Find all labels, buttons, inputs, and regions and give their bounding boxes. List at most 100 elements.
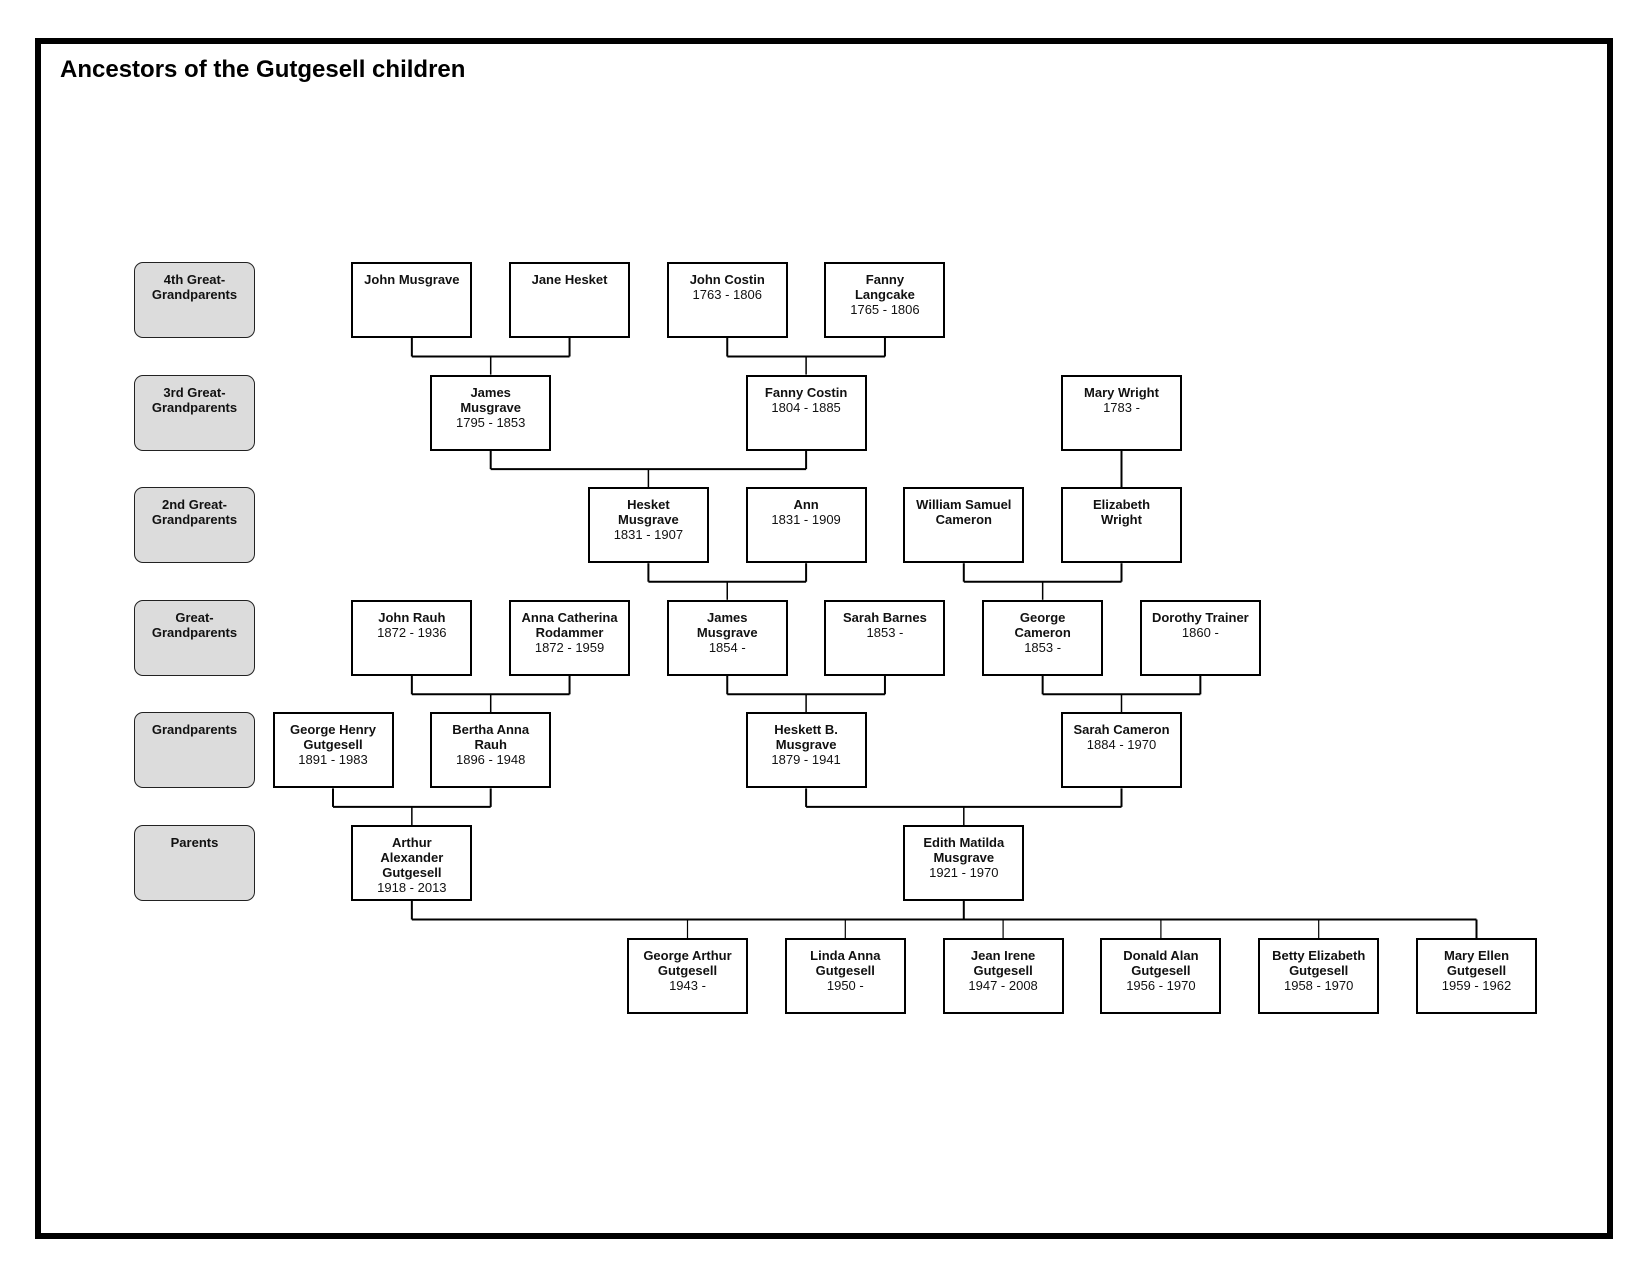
person-dates: 1950 - — [826, 978, 864, 993]
person-dates: 1879 - 1941 — [771, 752, 841, 768]
person-name: John Costin — [689, 272, 765, 287]
generation-label-text: 2nd Great- — [161, 497, 227, 513]
person-name: Hesket — [627, 497, 670, 513]
generation-label-text: Parents — [170, 835, 219, 850]
person-name: Edith Matilda — [923, 835, 1005, 850]
person-name: Musgrave — [933, 850, 995, 865]
person-dates: 1763 - 1806 — [692, 287, 762, 302]
person-name: George Henry — [290, 722, 376, 738]
generation-label-text: Grandparents — [151, 512, 238, 528]
person-name: Anna Catherina — [521, 609, 618, 625]
person-dates: 1959 - 1962 — [1441, 978, 1512, 993]
person-name: Ann — [793, 497, 819, 513]
person-name: Heskett B. — [774, 722, 838, 738]
person-dates: 1804 - 1885 — [771, 399, 841, 415]
person-name: Musgrave — [618, 512, 679, 528]
person-name: Fanny Costin — [764, 384, 848, 400]
person-name: George — [1019, 609, 1066, 625]
person-dates: 1765 - 1806 — [850, 302, 920, 317]
person-dates: 1831 - 1907 — [613, 527, 684, 543]
person-name: Dorothy Trainer — [1151, 609, 1249, 625]
person-name: Mary Wright — [1084, 384, 1159, 400]
person-name: Langcake — [854, 287, 915, 302]
person-name: Rodammer — [535, 624, 604, 640]
person-name: Mary Ellen — [1443, 948, 1510, 963]
person-name: Gutgesell — [815, 963, 875, 978]
person-name: Sarah Barnes — [843, 609, 927, 625]
person-name: Gutgesell — [973, 963, 1033, 978]
person-name: Rauh — [474, 737, 507, 753]
person-name: John Musgrave — [364, 272, 460, 287]
generation-label: 3rd Great-Grandparents — [134, 374, 255, 451]
person-name: William Samuel — [916, 497, 1012, 513]
person-name: Jane Hesket — [531, 272, 608, 287]
person-name: Musgrave — [696, 624, 758, 640]
person-name: Sarah Cameron — [1073, 722, 1170, 738]
generation-label-text: Grandparents — [151, 624, 238, 640]
person-dates: 1831 - 1909 — [771, 512, 841, 528]
person-name: George Arthur — [643, 948, 732, 963]
person-dates: 1921 - 1970 — [929, 865, 999, 880]
generation-label: Parents — [134, 825, 255, 901]
person-name: James — [470, 384, 511, 400]
person-dates: 1783 - — [1103, 399, 1140, 415]
person-name: Betty Elizabeth — [1272, 948, 1366, 963]
generation-label-text: Grandparents — [151, 399, 238, 415]
person-dates: 1947 - 2008 — [968, 978, 1038, 993]
person-name: James — [707, 609, 748, 625]
person-dates: 1795 - 1853 — [455, 414, 526, 430]
person-name: Cameron — [1014, 624, 1071, 640]
person-name: Cameron — [935, 512, 992, 528]
person-dates: 1854 - — [708, 639, 746, 655]
generation-label: Grandparents — [134, 712, 255, 789]
person-name: Gutgesell — [1446, 963, 1507, 978]
person-name: Arthur — [391, 835, 432, 850]
generation-label-text: Great- — [175, 609, 214, 625]
person-dates: 1896 - 1948 — [455, 752, 526, 768]
person-dates: 1956 - 1970 — [1126, 978, 1196, 993]
person-name: Gutgesell — [1131, 963, 1191, 978]
person-name: John Rauh — [378, 609, 446, 625]
person-name: Linda Anna — [810, 948, 881, 963]
person-name: Jean Irene — [970, 948, 1036, 963]
person-name: Musgrave — [775, 737, 837, 753]
person-dates: 1918 - 2013 — [377, 880, 447, 895]
person-box-jane-hesket[interactable]: Jane Hesket — [509, 262, 631, 338]
generation-label: 4th Great-Grandparents — [134, 262, 255, 338]
person-name: Wright — [1101, 512, 1142, 528]
person-box-john-musgrave[interactable]: John Musgrave — [351, 262, 473, 338]
person-name: Gutgesell — [382, 865, 442, 880]
person-name: Bertha Anna — [452, 722, 530, 738]
chart-frame — [35, 38, 1613, 1239]
person-dates: 1872 - 1959 — [534, 639, 605, 655]
person-name: Donald Alan — [1123, 948, 1199, 963]
person-dates: 1943 - — [669, 978, 706, 993]
